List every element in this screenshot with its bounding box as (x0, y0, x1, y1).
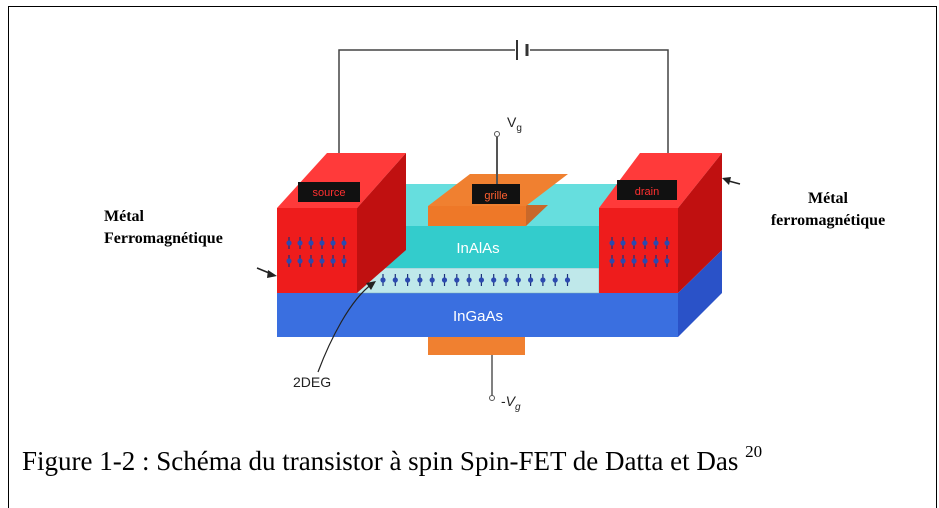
channel-arrow (317, 283, 373, 373)
source-label: source (312, 187, 345, 199)
gate-voltage-symbol: V (507, 114, 517, 130)
spin-dot (405, 274, 411, 286)
spin-dot (609, 255, 615, 267)
spin-dot (515, 274, 521, 286)
back-gate-terminal (489, 395, 495, 401)
spin-dot (330, 255, 336, 267)
spin-dot (286, 255, 292, 267)
inalas-label: InAlAs (456, 240, 499, 257)
spin-dot (552, 274, 558, 286)
caption-reference: 20 (745, 442, 763, 461)
spin-dot (609, 237, 615, 249)
back-gate (428, 337, 525, 355)
ingaas-label: InGaAs (453, 308, 503, 325)
channel-label: 2DEG (293, 374, 331, 390)
left-metal-label-line1: Métal (104, 208, 144, 225)
right-label-arrowhead (722, 177, 731, 185)
spin-dots-source (286, 237, 347, 267)
spin-dot (664, 237, 670, 249)
spin-dot (341, 255, 347, 267)
left-label-arrowhead (267, 270, 277, 278)
spin-dot (653, 255, 659, 267)
spin-dot (429, 274, 435, 286)
left-metal-label-line2: Ferromagnétique (104, 230, 223, 247)
spin-dot (308, 237, 314, 249)
source-contact (277, 153, 406, 293)
battery-icon (516, 40, 529, 60)
channel-arrowhead (366, 281, 376, 290)
spin-dot (286, 237, 292, 249)
spin-dot (466, 274, 472, 286)
ingaas-substrate (277, 250, 722, 337)
back-gate-voltage-symbol: V (506, 393, 517, 409)
gate-label-box (472, 184, 520, 204)
spin-dot (341, 237, 347, 249)
gate-label: grille (484, 190, 507, 202)
back-gate-voltage-prefix: - (501, 393, 506, 409)
spin-dot (564, 274, 571, 286)
circuit-wires (338, 49, 669, 180)
spin-dot (503, 274, 509, 286)
spin-dot (631, 255, 637, 267)
spin-dot (653, 237, 659, 249)
top-gate (428, 174, 568, 226)
spin-dot (528, 274, 534, 286)
spin-dot (620, 255, 626, 267)
back-gate-voltage-label: -Vg (501, 393, 521, 413)
left-metal-label: Métal Ferromagnétique (104, 206, 223, 250)
gate-terminal (494, 131, 500, 137)
spin-dot (380, 274, 386, 286)
spin-dots-channel (380, 274, 571, 286)
gate-voltage-subscript: g (516, 123, 522, 134)
spin-dot (642, 237, 648, 249)
right-metal-label-line1: Métal (808, 190, 848, 207)
spin-dot (297, 237, 303, 249)
back-gate-voltage-subscript: g (515, 402, 521, 413)
caption-text: Figure 1-2 : Schéma du transistor à spin… (22, 446, 746, 476)
right-metal-label: Métal ferromagnétique (768, 188, 888, 232)
right-metal-label-line2: ferromagnétique (770, 212, 886, 229)
spin-dot (308, 255, 314, 267)
spin-dot (392, 274, 398, 286)
spin-dot (620, 237, 626, 249)
source-label-box (298, 182, 360, 202)
spin-dot (664, 255, 670, 267)
spin-dot (540, 274, 546, 286)
spin-dot (297, 255, 303, 267)
figure-frame (8, 6, 937, 508)
figure-caption: Figure 1-2 : Schéma du transistor à spin… (22, 442, 762, 477)
gate-voltage-label: Vg (507, 114, 522, 134)
spin-dot (319, 255, 325, 267)
spin-dot (330, 237, 336, 249)
spin-dot (441, 274, 448, 286)
spin-dot (319, 237, 325, 249)
spin-dot (454, 274, 460, 286)
drain-label: drain (635, 186, 659, 198)
spin-dot (631, 237, 637, 249)
spin-dot (491, 274, 497, 286)
spin-dot (642, 255, 648, 267)
spin-dot (478, 274, 484, 286)
spin-dots-drain (609, 237, 670, 267)
spin-dot (417, 274, 423, 286)
drain-label-box (617, 180, 677, 200)
